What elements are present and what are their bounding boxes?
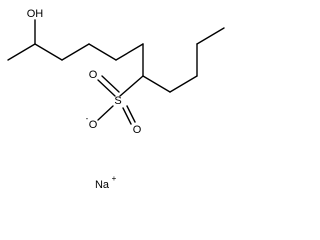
sodium-label: Na — [95, 179, 110, 191]
oxygen-top-label: O — [89, 69, 98, 81]
bond-c7-s — [119, 75, 144, 97]
bond-s-o-right-2 — [126, 105, 136, 123]
bond-c5-c6 — [115, 43, 144, 61]
sulfonate-group: S O O O - — [86, 69, 144, 136]
bond-c8-c9 — [169, 75, 198, 93]
carbon-chain — [7, 27, 225, 93]
bond-s-o-right-1 — [122, 107, 132, 125]
bond-s-o-anion — [97, 105, 114, 121]
chemical-structure: OH S O O O - Na + — [7, 8, 225, 191]
bond-s-o-top-1 — [97, 79, 116, 97]
bond-s-o-top-2 — [101, 75, 120, 93]
bond-c2-c3 — [34, 43, 63, 61]
bond-c4-c5 — [88, 43, 117, 61]
bond-c3-c4 — [61, 43, 90, 61]
sulfur-label: S — [114, 95, 121, 107]
oxygen-anion-label: O — [89, 119, 98, 131]
hydroxyl-label: OH — [27, 8, 44, 20]
bond-c1-c2 — [7, 43, 36, 61]
anion-charge-label: - — [86, 114, 89, 123]
sodium-charge-label: + — [112, 174, 117, 183]
bond-c7-c8 — [142, 75, 171, 93]
bond-c10-c11 — [196, 27, 225, 45]
hydroxyl-group: OH — [27, 8, 44, 45]
oxygen-right-label: O — [133, 124, 142, 136]
sodium-counterion: Na + — [95, 174, 117, 191]
